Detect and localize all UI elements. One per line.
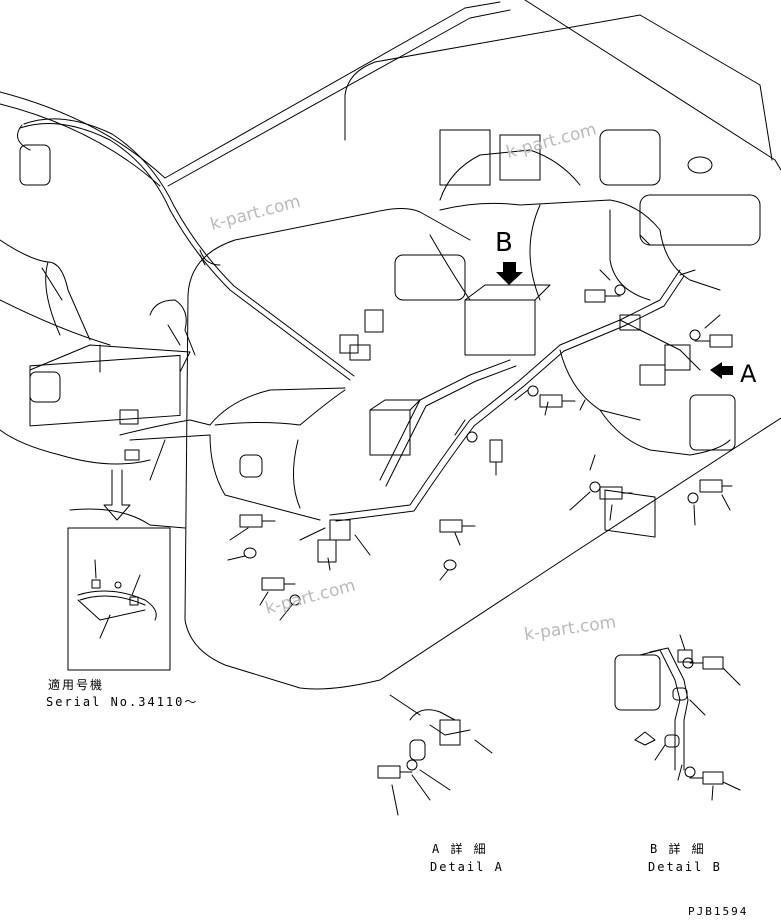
detail-b-title-jp: B 詳 細 [650,842,706,856]
serial-inset [67,527,171,671]
arrow-b-icon [496,262,523,285]
watermark-1: k-part.com [208,192,303,235]
detail-a-drawing [377,694,493,816]
detail-a-title-jp: A 詳 細 [432,842,488,856]
harness-wires [19,118,731,522]
detail-a-title-en: Detail A [430,860,504,874]
drawing-code: PJB1594 [688,905,749,918]
components [119,129,761,563]
left-console [0,124,191,529]
floor-panel [184,208,781,690]
view-letter-a: A [740,360,757,388]
watermark-2: k-part.com [504,120,599,163]
leader-lines [149,234,731,621]
arrow-a-icon [710,362,733,379]
detail-b-drawing [614,634,741,801]
watermark-3: k-part.com [263,576,358,619]
view-arrows [103,262,733,521]
arrow-serial-icon [103,469,131,521]
view-letter-b: B [495,228,513,258]
cab-outline [0,0,781,187]
detail-b-title-en: Detail B [648,860,722,874]
watermark-4: k-part.com [523,612,617,645]
applicable-label: 適用号機 [48,678,105,692]
serial-number-label: Serial No.34110～ [46,695,199,709]
fasteners [239,284,733,606]
